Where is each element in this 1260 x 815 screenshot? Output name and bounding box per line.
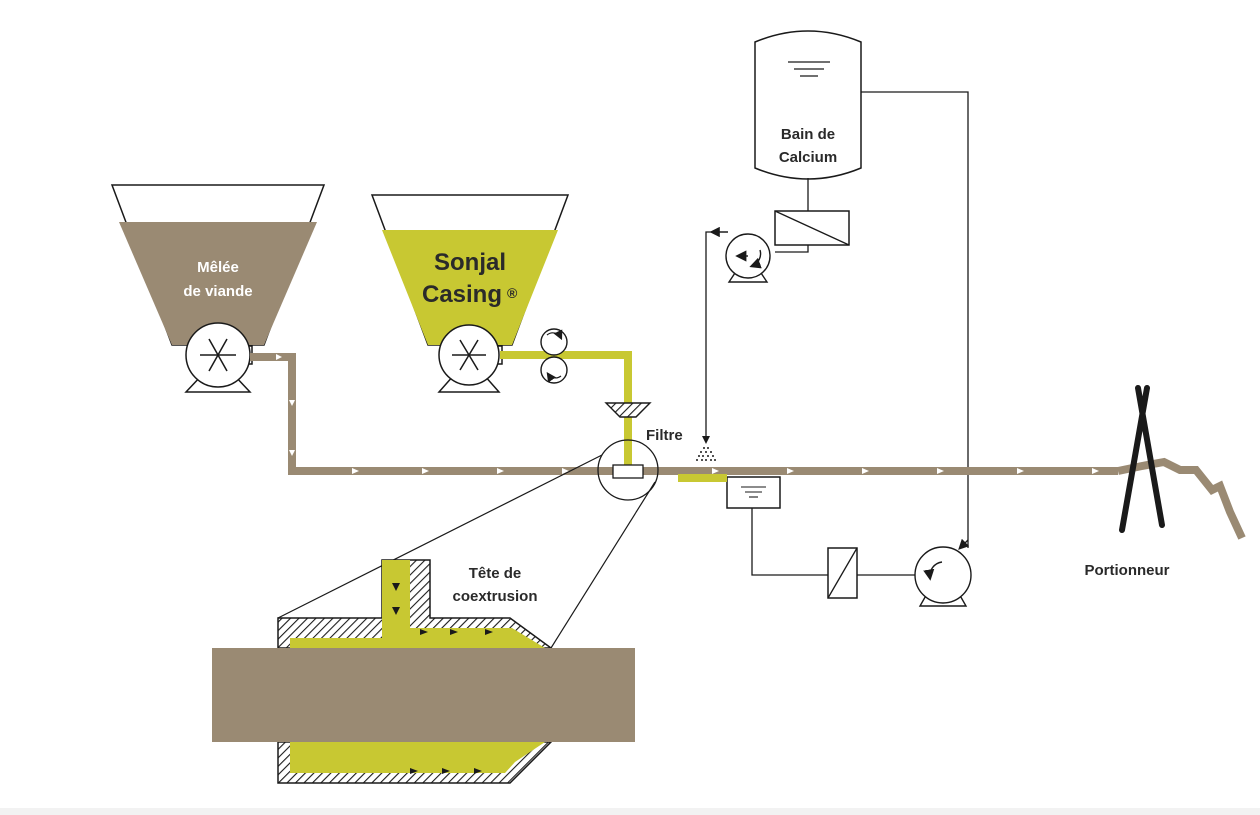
casing-label-line1: Sonjal bbox=[434, 249, 506, 276]
filter-label: Filtre bbox=[646, 427, 683, 444]
head-label-line1: Tête de bbox=[469, 565, 522, 582]
pump-icon bbox=[184, 322, 253, 393]
zoom-lines bbox=[277, 454, 656, 649]
meat-flow-arrows bbox=[276, 354, 1099, 474]
valve-icon bbox=[827, 547, 858, 599]
filter-funnel-icon bbox=[604, 402, 652, 418]
valve-icon bbox=[774, 210, 850, 246]
pump-icon bbox=[725, 233, 771, 283]
meat-label-line1: Mêlée bbox=[197, 259, 239, 276]
meat-label-line2: de viande bbox=[183, 283, 252, 300]
meat-hopper: Mêlée de viande bbox=[110, 184, 326, 346]
coextrusion-head-marker bbox=[597, 439, 659, 501]
casing-hopper: Sonjal Casing ® bbox=[370, 194, 570, 346]
collection-tray bbox=[726, 476, 781, 509]
casing-registered-mark: ® bbox=[507, 285, 518, 301]
head-label-line2: coextrusion bbox=[452, 588, 537, 605]
portioner-icon bbox=[1119, 385, 1165, 533]
pump-icon bbox=[914, 546, 972, 607]
bottom-strip bbox=[0, 808, 1260, 815]
casing-pipe bbox=[500, 351, 727, 482]
coextrusion-head-detail: Tête de coextrusion bbox=[212, 559, 635, 784]
meat-pipe bbox=[250, 353, 1246, 540]
tank-icon: Bain de Calcium bbox=[754, 30, 862, 180]
roller-icon bbox=[540, 328, 568, 384]
calcium-label-line1: Bain de bbox=[781, 126, 835, 143]
pump-icon bbox=[437, 324, 503, 393]
portioner-label: Portionneur bbox=[1085, 562, 1170, 579]
casing-label-line2: Casing bbox=[422, 281, 502, 308]
calcium-label-line2: Calcium bbox=[779, 149, 837, 166]
spray-nozzle-icon bbox=[696, 436, 716, 461]
